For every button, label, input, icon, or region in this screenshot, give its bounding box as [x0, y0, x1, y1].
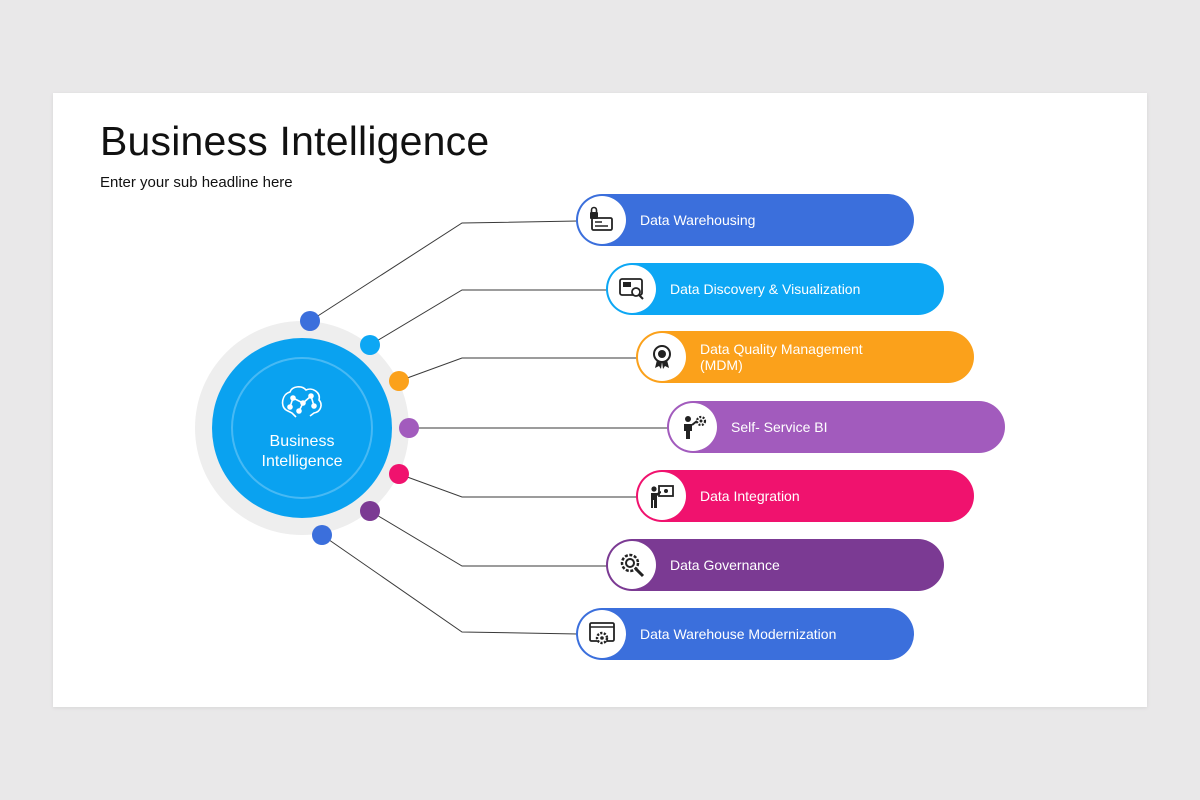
connector-dot	[312, 525, 332, 545]
person-gear-icon	[669, 403, 717, 451]
connector-dot	[360, 501, 380, 521]
connector-dots	[300, 311, 419, 545]
screen-magnify-icon	[608, 265, 656, 313]
connectors	[309, 220, 670, 635]
item-label: Data Warehousing	[640, 212, 756, 228]
browser-gear-icon	[578, 610, 626, 658]
connector-dot	[300, 311, 320, 331]
award-badge-icon	[638, 333, 686, 381]
connector-dot	[360, 335, 380, 355]
item-pill: Data Integration	[636, 470, 974, 522]
connector-line	[369, 289, 608, 346]
lock-card-icon	[578, 196, 626, 244]
connector-line	[398, 357, 638, 382]
item-pill: Self- Service BI	[667, 401, 1005, 453]
item-label: Data Discovery & Visualization	[670, 281, 861, 297]
item-pill: Data Governance	[606, 539, 944, 591]
item-pill: Data Quality Management (MDM)	[636, 331, 974, 383]
gear-magnify-icon	[608, 541, 656, 589]
item-pill: Data Discovery & Visualization	[606, 263, 944, 315]
connector-dot	[399, 418, 419, 438]
connector-line	[369, 510, 608, 567]
connector-dot	[389, 371, 409, 391]
connector-line	[309, 220, 579, 322]
presenter-board-icon	[638, 472, 686, 520]
item-label: Data Integration	[700, 488, 800, 504]
item-pill: Data Warehouse Modernization	[576, 608, 914, 660]
item-label: Self- Service BI	[731, 419, 828, 435]
hub-inner-ring	[231, 357, 373, 499]
item-label: Data Quality Management (MDM)	[700, 341, 863, 373]
hub-label: Business Intelligence	[261, 433, 343, 470]
connector-line	[398, 473, 638, 498]
slide-subtitle: Enter your sub headline here	[100, 174, 293, 191]
item-pill: Data Warehousing	[576, 194, 914, 246]
brain-network-icon	[281, 386, 322, 418]
connector-dot	[389, 464, 409, 484]
connector-line	[321, 534, 579, 635]
item-label: Data Warehouse Modernization	[640, 626, 837, 642]
hub-circle	[212, 338, 392, 518]
slide-title: Business Intelligence	[100, 118, 490, 164]
item-label: Data Governance	[670, 557, 780, 573]
